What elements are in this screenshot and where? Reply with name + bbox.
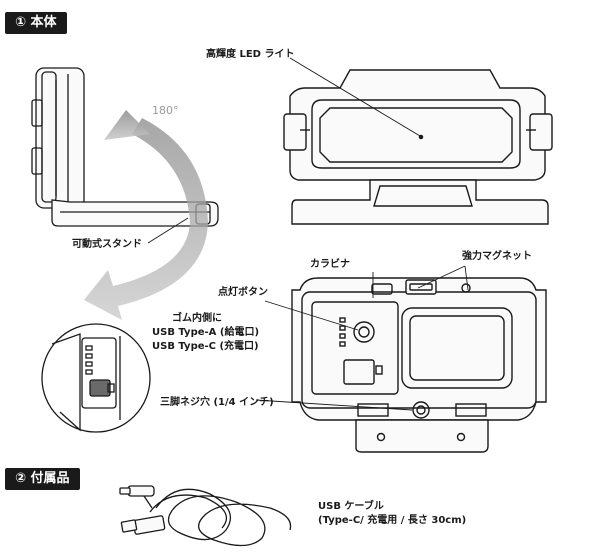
front-view-stand xyxy=(291,179,549,225)
usb-cable-label: USB ケーブル xyxy=(318,501,384,512)
led-light-label: 高輝度 LED ライト xyxy=(206,49,295,60)
back-view-stand xyxy=(355,419,489,453)
rubber-inside-label: ゴム内側に xyxy=(172,313,222,324)
rotation-arrow xyxy=(84,110,208,320)
usb-cable xyxy=(119,485,292,547)
section-accessories-badge: ② 付属品 xyxy=(5,468,80,490)
movable-stand-label: 可動式スタンド xyxy=(72,239,142,250)
section-main-unit-badge: ① 本体 xyxy=(5,12,67,34)
angle-label: 180° xyxy=(152,104,179,117)
carabiner-label: カラビナ xyxy=(310,259,350,270)
tripod-hole-label: 三脚ネジ穴 (1/4 インチ) xyxy=(160,397,274,408)
front-view-light xyxy=(283,69,553,181)
usb-cable-spec-label: (Type-C/ 充電用 / 長さ 30cm) xyxy=(318,515,467,526)
power-button-label: 点灯ボタン xyxy=(218,287,268,298)
port-closeup xyxy=(41,323,151,433)
usb-c-label: USB Type-C (充電口) xyxy=(152,341,259,352)
leader-lines xyxy=(147,57,469,411)
magnet-label: 強力マグネット xyxy=(462,251,532,262)
usb-a-label: USB Type-A (給電口) xyxy=(152,327,260,338)
back-view-light xyxy=(291,277,547,421)
side-view-light xyxy=(31,67,85,209)
